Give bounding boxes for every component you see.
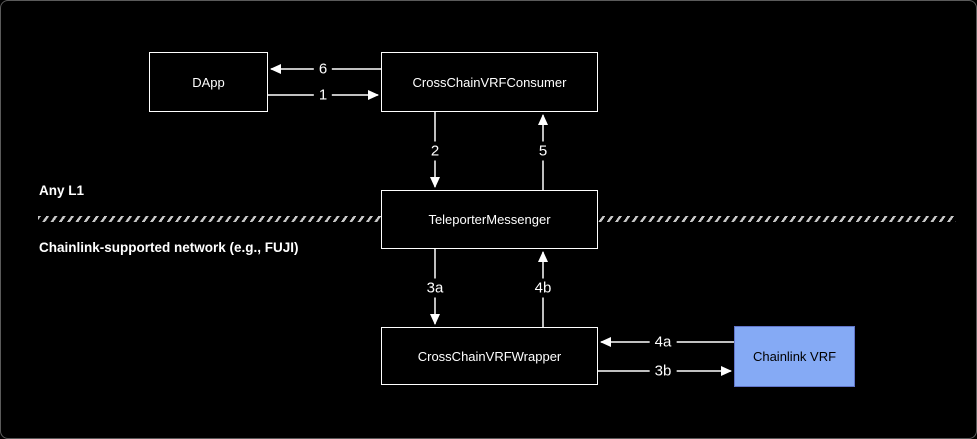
edge-label-3b: 3b xyxy=(649,361,677,381)
region-label-chainlink-network: Chainlink-supported network (e.g., FUJI) xyxy=(39,240,299,255)
node-chainlink-vrf: Chainlink VRF xyxy=(734,326,855,387)
region-label-any-l1: Any L1 xyxy=(39,183,85,198)
edge-label-3a: 3a xyxy=(421,278,449,298)
edge-label-6: 6 xyxy=(313,59,333,79)
node-crosschain-vrf-wrapper: CrossChainVRFWrapper xyxy=(381,327,598,385)
edge-label-2: 2 xyxy=(425,141,445,161)
node-teleporter-messenger: TeleporterMessenger xyxy=(381,190,598,249)
edge-label-5: 5 xyxy=(533,141,553,161)
edge-label-4a: 4a xyxy=(649,332,677,352)
edge-label-1: 1 xyxy=(313,85,333,105)
edge-label-4b: 4b xyxy=(529,278,557,298)
node-dapp: DApp xyxy=(149,52,268,112)
node-crosschain-vrf-consumer: CrossChainVRFConsumer xyxy=(381,52,598,112)
